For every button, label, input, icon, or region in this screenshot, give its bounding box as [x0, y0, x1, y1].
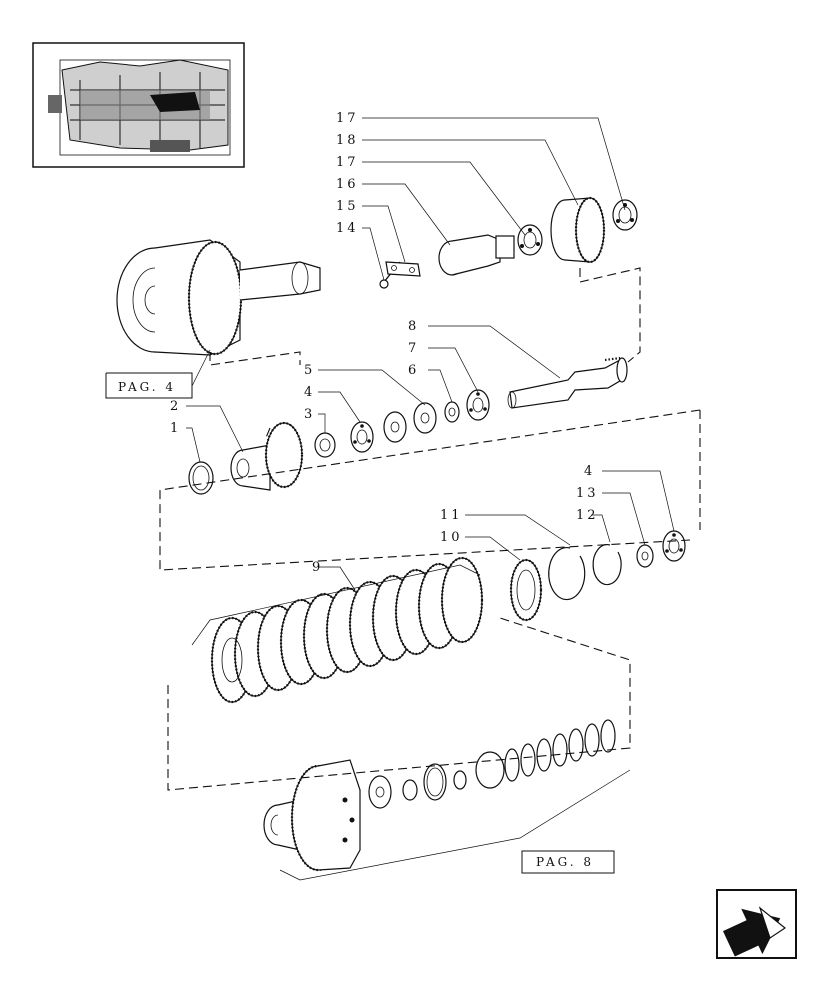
- part-4-bearing: [350, 421, 374, 453]
- part-2-gear-hub: [230, 421, 304, 491]
- page-ref-4-label: PAG. 4: [118, 380, 176, 394]
- page-ref-8[interactable]: PAG. 8: [521, 850, 615, 874]
- callout-3: 3: [304, 407, 315, 422]
- locator-thumbnail: [32, 42, 245, 168]
- part-13-washer: [636, 544, 654, 568]
- callout-12: 12: [576, 508, 599, 523]
- callout-14: 14: [336, 221, 359, 236]
- part-1-snap-ring: [188, 461, 214, 495]
- back-arrow-icon[interactable]: [716, 889, 797, 964]
- callout-11: 11: [440, 508, 463, 523]
- callout-labels: 17 18 17 16 15 14 8 7 5 6 4 3 2 1 4 13 1…: [170, 111, 599, 575]
- part-5-washers: [383, 402, 437, 443]
- callout-6: 6: [408, 363, 419, 378]
- callout-13: 13: [576, 486, 599, 501]
- part-8-mainshaft: [507, 356, 628, 409]
- part-17-bearing-left: [517, 224, 543, 256]
- part-17-bearing-right: [612, 199, 638, 231]
- part-10-ring-gear: [509, 558, 543, 622]
- callout-2: 2: [170, 399, 181, 414]
- callout-9: 9: [312, 560, 323, 575]
- callout-4: 4: [304, 385, 315, 400]
- part-6-spacer: [444, 401, 460, 423]
- callout-17: 17: [336, 155, 359, 170]
- part-12-snap-ring: [592, 543, 622, 586]
- callout-4: 4: [584, 464, 595, 479]
- part-16-shaft: [438, 234, 515, 276]
- reference-assembly-top: [116, 239, 321, 356]
- page-ref-4[interactable]: PAG. 4: [105, 349, 211, 399]
- callout-5: 5: [304, 363, 315, 378]
- part-7-bearing: [466, 389, 490, 421]
- part-4-bearing-right: [662, 530, 686, 562]
- part-3-bushing: [314, 432, 336, 458]
- leader-lines: [186, 117, 675, 591]
- callout-17: 17: [336, 111, 359, 126]
- callout-18: 18: [336, 133, 359, 148]
- part-9-clutch-pack: [191, 556, 484, 704]
- part-15-lever: [385, 261, 421, 277]
- callout-8: 8: [408, 319, 419, 334]
- reference-assembly-bottom: [263, 719, 631, 881]
- callout-1: 1: [170, 421, 181, 436]
- page-ref-8-label: PAG. 8: [536, 855, 594, 869]
- callout-16: 16: [336, 177, 359, 192]
- callout-10: 10: [440, 530, 463, 545]
- part-18-gear: [550, 196, 606, 264]
- callout-7: 7: [408, 341, 419, 356]
- callout-15: 15: [336, 199, 359, 214]
- part-11-snap-ring: [548, 546, 586, 601]
- assembly-paths: [159, 267, 701, 791]
